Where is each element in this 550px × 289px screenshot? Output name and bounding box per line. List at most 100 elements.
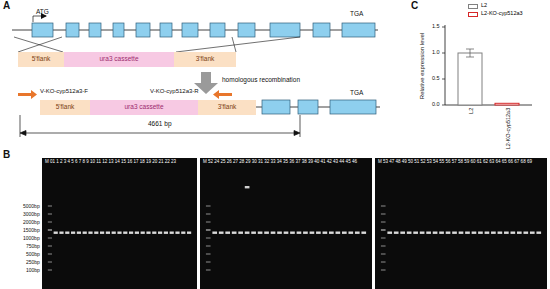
start-arrow <box>33 16 46 22</box>
flank-box: 3'flank <box>198 100 256 115</box>
gel-band <box>117 232 121 234</box>
gel-band <box>310 232 315 234</box>
cassette-box: ura3 cassette <box>90 100 198 115</box>
gel-band <box>77 232 81 234</box>
step-label: homologous recombination <box>222 77 300 84</box>
category-label: L2 <box>469 108 475 114</box>
gel-band <box>146 232 150 234</box>
gel-band <box>258 232 263 234</box>
gel-band <box>206 261 211 262</box>
codon-label: TGA <box>350 11 363 18</box>
gel-band <box>381 229 386 230</box>
gel-band <box>59 232 63 234</box>
ladder-size: 3000bp <box>23 212 40 217</box>
box-label: 3'flank <box>196 56 215 63</box>
gel-band <box>100 232 104 234</box>
gel-band <box>175 232 179 234</box>
gel-band <box>219 232 224 234</box>
legend-text: L2 <box>481 3 487 9</box>
gel-band <box>504 232 509 234</box>
ladder-size: 1500bp <box>23 228 40 233</box>
gel-band <box>517 232 522 234</box>
gel-band <box>323 232 328 234</box>
gel-band <box>48 229 52 230</box>
gel-band <box>238 232 243 234</box>
gel-band <box>452 232 457 234</box>
legend-swatch <box>468 4 478 9</box>
gel-band <box>206 221 211 222</box>
gel-band <box>206 229 211 230</box>
gel-band <box>48 213 52 214</box>
tick-label: 1.5 <box>432 24 440 30</box>
gel-band <box>303 232 308 234</box>
gel-band <box>407 232 412 234</box>
gel-band <box>400 232 405 234</box>
gel-band <box>245 232 250 234</box>
flank-box: 5'flank <box>40 100 90 115</box>
gel-band <box>342 232 347 234</box>
gel-images <box>42 158 547 289</box>
legend-entry: L2-KO-cyp512a3 <box>468 10 523 18</box>
category-label: L2-KO-cyp512a3 <box>506 108 512 150</box>
gel-band <box>164 232 168 234</box>
gel-band <box>465 232 470 234</box>
gel-band <box>387 232 392 234</box>
flank-box: 5'flank <box>18 52 64 67</box>
gel-band <box>152 232 156 234</box>
gel-band <box>94 232 98 234</box>
dimension-line <box>20 115 300 137</box>
gel-band <box>264 232 269 234</box>
gel-band <box>251 232 256 234</box>
ladder-size: 100bp <box>26 268 40 273</box>
gel-band <box>212 232 217 234</box>
gel-band <box>71 232 75 234</box>
gel-band <box>48 261 52 262</box>
gel-band <box>446 232 451 234</box>
ladder-size: 5000bp <box>23 204 40 209</box>
gel-band <box>106 232 110 234</box>
gel-band <box>206 205 211 206</box>
gene-map <box>12 23 378 37</box>
gel-band <box>381 213 386 214</box>
gel-band <box>206 237 211 238</box>
gel-band <box>297 232 302 234</box>
box-label: 5'flank <box>56 104 75 111</box>
gel-band <box>187 232 191 234</box>
gel-band <box>290 232 295 234</box>
gel-band <box>123 232 127 234</box>
gel-band <box>381 245 386 246</box>
crossover-lines <box>14 37 300 52</box>
gel-band <box>426 232 431 234</box>
gel-band <box>381 253 386 254</box>
lane-numbers: M 01 1 2 3 4 5 6 7 8 9 10 11 12 13 14 15… <box>45 160 176 165</box>
box-label: 3'flank <box>218 104 237 111</box>
gel-band <box>348 232 353 234</box>
box-label: ura3 cassette <box>124 104 163 111</box>
ladder-size: 250bp <box>26 260 40 265</box>
gel-band <box>206 213 211 214</box>
lane-numbers: M 53 47 48 49 50 51 52 53 54 55 56 57 58… <box>378 160 532 165</box>
gel-band <box>88 232 92 234</box>
gel-band <box>355 232 360 234</box>
gel-band <box>420 232 425 234</box>
axis-title: Relative expression level <box>419 33 425 99</box>
gel-band <box>245 186 250 188</box>
gel-band <box>433 232 438 234</box>
gel-band <box>141 232 145 234</box>
legend-entry: L2 <box>468 2 523 10</box>
gel-band <box>530 232 535 234</box>
panel-letter: B <box>3 150 10 160</box>
gel-band <box>277 232 282 234</box>
gel-band <box>232 232 237 234</box>
gel-band <box>135 232 139 234</box>
gel-band <box>112 232 116 234</box>
gel-band <box>316 232 321 234</box>
gel-band <box>271 232 276 234</box>
gel-band <box>485 232 490 234</box>
gel-band <box>83 232 87 234</box>
tick-label: 1.0 <box>432 50 440 56</box>
gel-band <box>181 232 185 234</box>
gel-band <box>511 232 516 234</box>
